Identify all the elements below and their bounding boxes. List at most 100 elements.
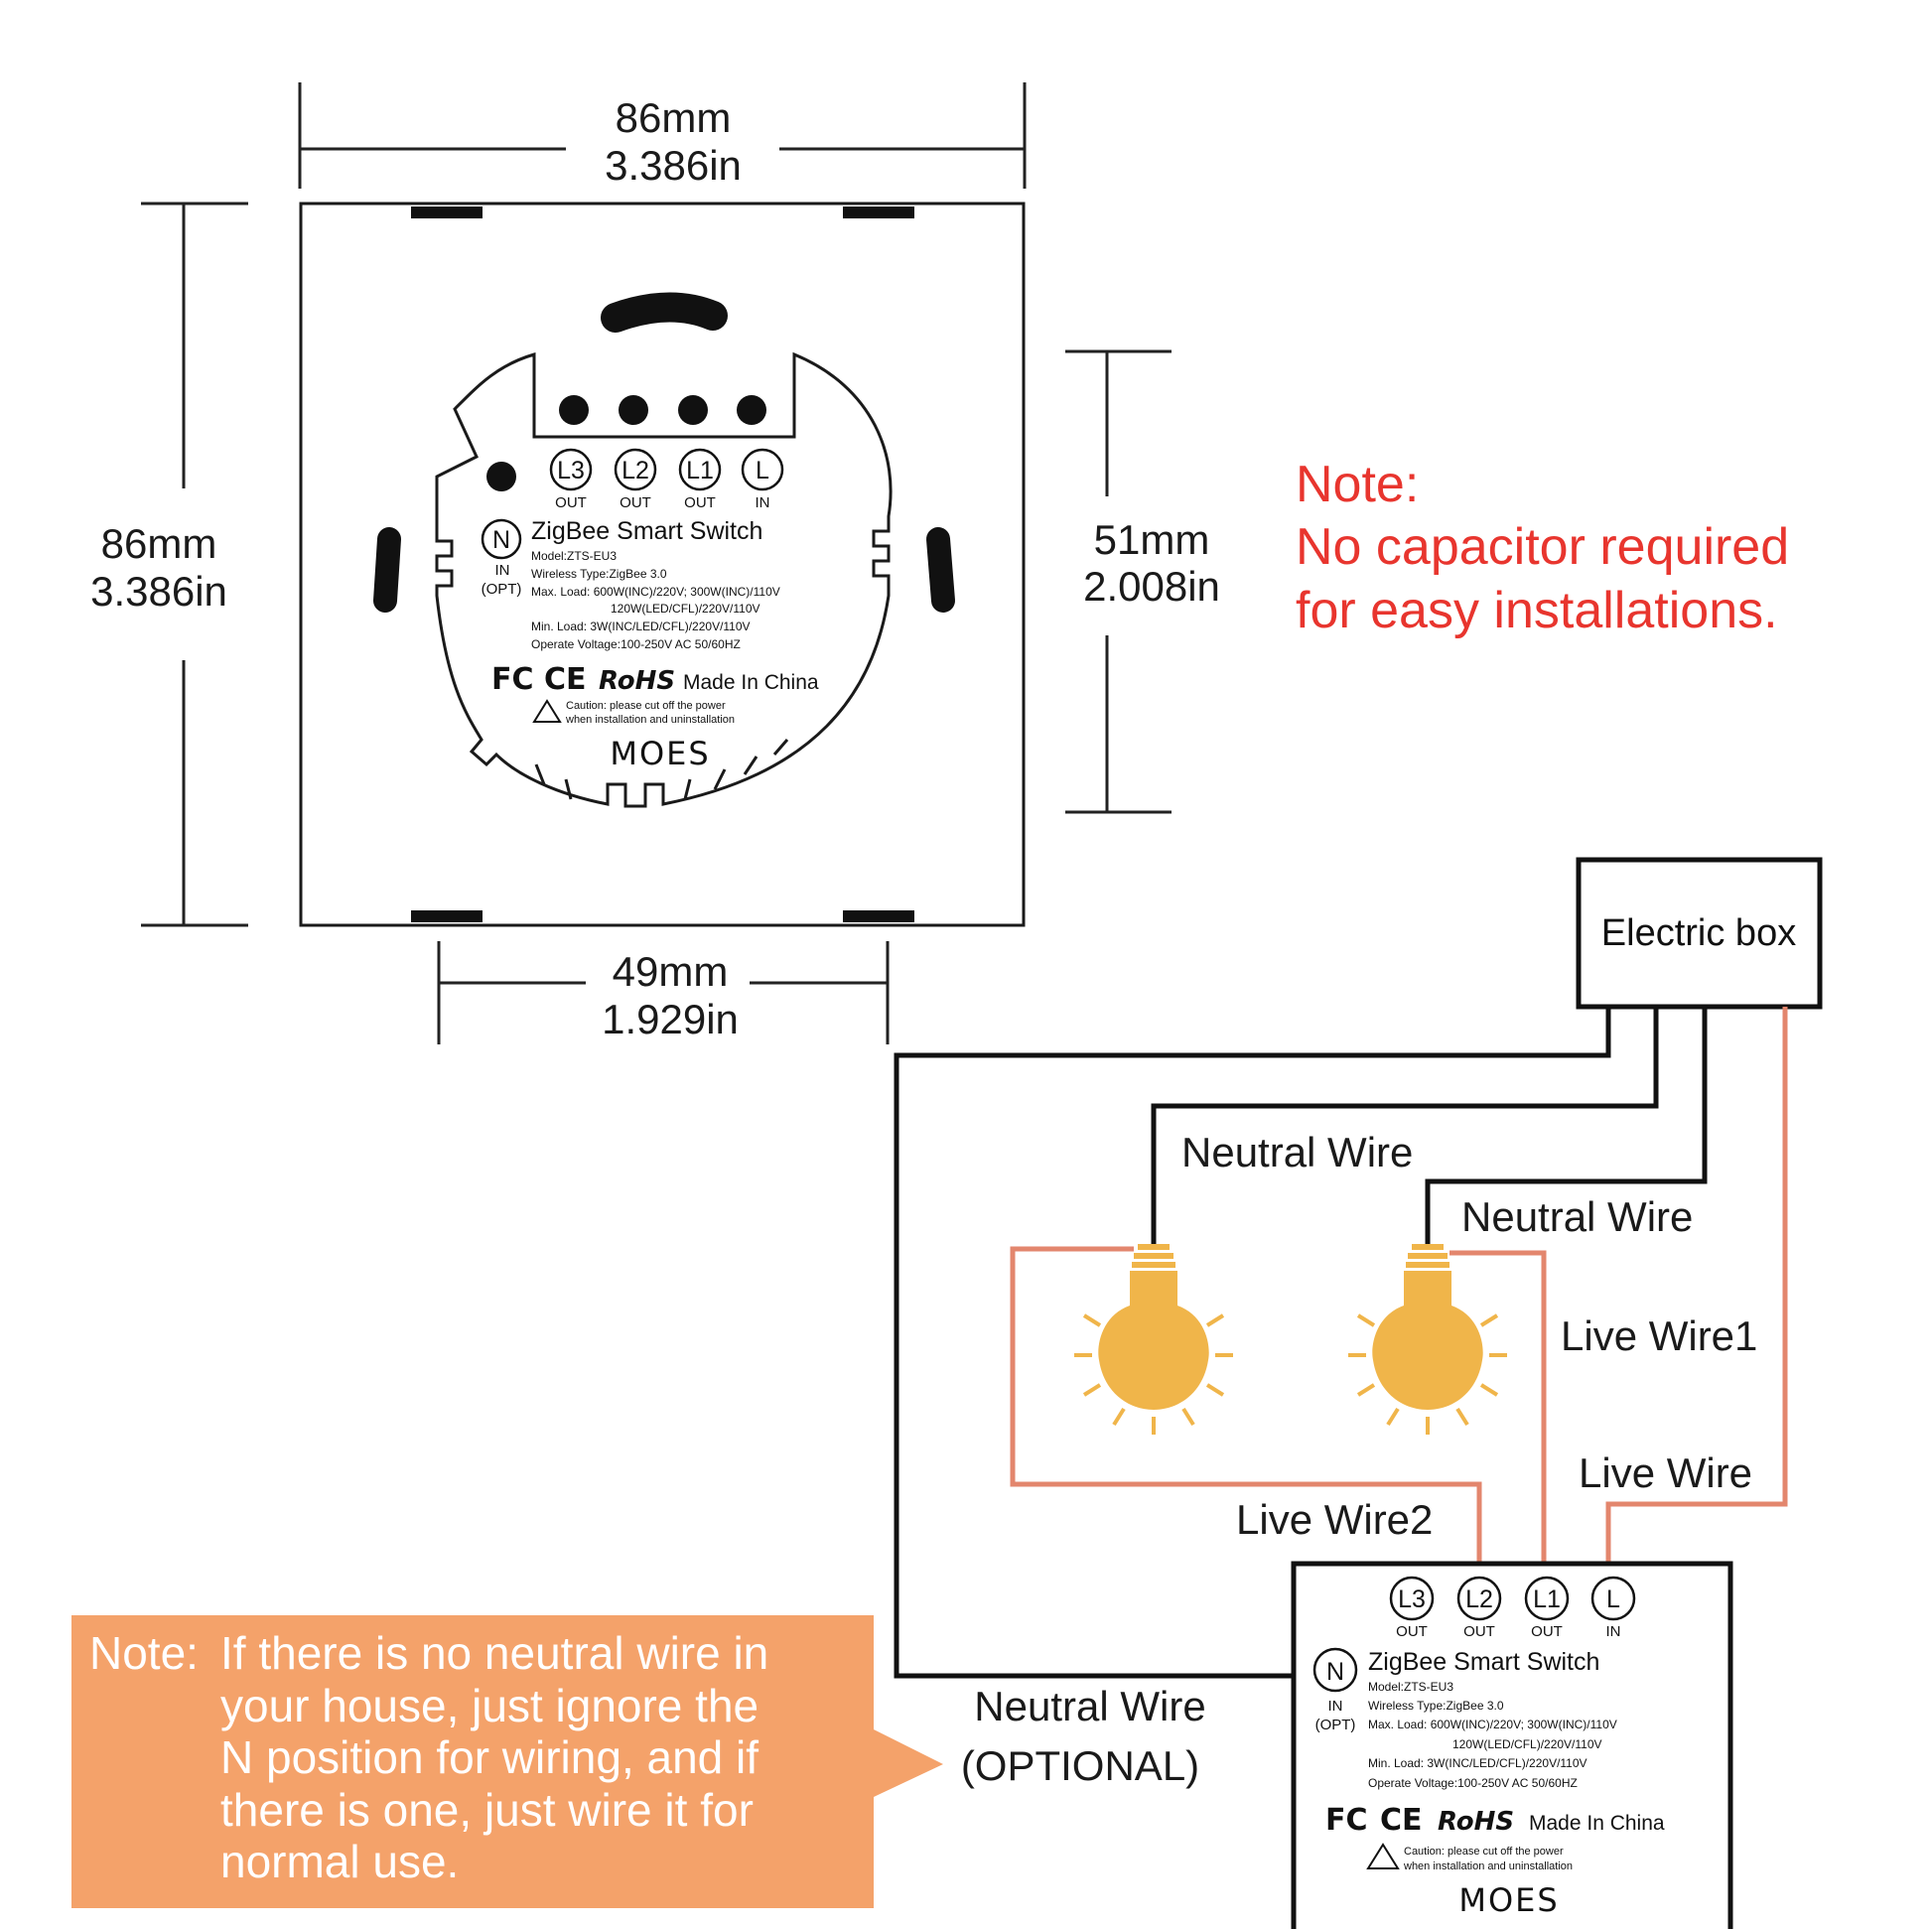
orange-note: Note: If there is no neutral wire in you… [71, 1615, 943, 1908]
top-caution-2: when installation and uninstallation [565, 714, 735, 726]
svg-text:OUT: OUT [1396, 1623, 1428, 1640]
live-wire-2-label: Live Wire2 [1236, 1496, 1433, 1543]
top-caution-icon [532, 699, 562, 723]
live-wires [1010, 1007, 1788, 1584]
bottom-caution-icon [1366, 1843, 1400, 1869]
bottom-fc-mark: FC [1325, 1803, 1368, 1838]
top-model: Model:ZTS-EU3 [531, 549, 617, 563]
svg-text:N: N [492, 526, 510, 554]
electric-box: Electric box [1576, 857, 1823, 1010]
top-dim-mm: 86mm [616, 94, 732, 141]
bottom-dim-in: 1.929in [602, 996, 739, 1042]
neutral-wires [894, 1007, 1708, 1679]
svg-text:L: L [1606, 1585, 1620, 1613]
bottom-min-load: Min. Load: 3W(INC/LED/CFL)/220V/110V [1368, 1756, 1587, 1770]
orange-note-line-4: there is one, just wire it for [220, 1784, 754, 1836]
bottom-terminal-n: N IN (OPT) [1312, 1647, 1358, 1733]
orange-note-line-1: If there is no neutral wire in [220, 1627, 768, 1679]
svg-text:IN: IN [756, 494, 770, 511]
left-dimension: 86mm 3.386in [90, 202, 248, 927]
bottom-max-load: Max. Load: 600W(INC)/220V; 300W(INC)/110… [1368, 1718, 1617, 1731]
bottom-ce-mark: CE [1380, 1803, 1423, 1838]
svg-text:L3: L3 [557, 457, 585, 484]
svg-text:IN: IN [495, 562, 510, 579]
svg-text:OUT: OUT [555, 494, 587, 511]
bottom-voltage: Operate Voltage:100-250V AC 50/60HZ [1368, 1776, 1578, 1790]
live-wire-label: Live Wire [1579, 1449, 1752, 1496]
bottom-max-load-2: 120W(LED/CFL)/220V/110V [1452, 1737, 1602, 1751]
top-fc-mark: FC [491, 662, 534, 697]
orange-note-prefix: Note: [89, 1627, 199, 1679]
left-dim-mm: 86mm [101, 520, 217, 567]
bottom-wireless: Wireless Type:ZigBee 3.0 [1368, 1699, 1504, 1713]
bottom-made-in: Made In China [1529, 1812, 1665, 1835]
bottom-dimension: 49mm 1.929in [437, 941, 890, 1044]
top-max-load-2: 120W(LED/CFL)/220V/110V [611, 602, 760, 616]
bottom-caution-2: when installation and uninstallation [1403, 1860, 1573, 1872]
top-switch-labels: L3 OUT L2 OUT L1 OUT L IN N IN (OPT) Zig… [482, 448, 819, 772]
right-dim-in: 2.008in [1083, 563, 1220, 610]
svg-text:L3: L3 [1398, 1585, 1426, 1613]
bottom-switch-module: L3 OUT L2 OUT L1 OUT L IN N IN (OPT) Zig… [1291, 1561, 1733, 1929]
top-caution-1: Caution: please cut off the power [566, 700, 726, 712]
top-terminal-l1: L1 OUT [678, 448, 722, 511]
neutral-wire-label-1: Neutral Wire [1181, 1129, 1413, 1175]
left-dim-in: 3.386in [90, 568, 227, 615]
bottom-terminal-l: L IN [1590, 1576, 1636, 1640]
top-made-in: Made In China [683, 671, 819, 694]
svg-text:OUT: OUT [1531, 1623, 1563, 1640]
svg-text:OUT: OUT [1463, 1623, 1495, 1640]
svg-text:IN: IN [1328, 1698, 1343, 1715]
top-max-load: Max. Load: 600W(INC)/220V; 300W(INC)/110… [531, 585, 780, 599]
top-voltage: Operate Voltage:100-250V AC 50/60HZ [531, 637, 741, 651]
bottom-brand-logo: MOES [1458, 1881, 1559, 1919]
neutral-wire-label-2: Neutral Wire [1461, 1193, 1693, 1240]
svg-text:L1: L1 [686, 457, 714, 484]
bottom-terminal-l1: L1 OUT [1524, 1576, 1570, 1640]
top-brand-logo: MOES [610, 735, 710, 772]
svg-text:L2: L2 [1465, 1585, 1493, 1613]
red-note: Note: No capacitor required for easy ins… [1296, 456, 1789, 639]
live-wire-1-label: Live Wire1 [1561, 1312, 1757, 1359]
top-terminal-l2: L2 OUT [614, 448, 657, 511]
svg-text:OUT: OUT [620, 494, 651, 511]
top-dim-in: 3.386in [605, 142, 742, 189]
top-terminal-n: N IN (OPT) [482, 518, 522, 598]
top-ce-mark: CE [544, 662, 587, 697]
svg-text:L1: L1 [1533, 1585, 1561, 1613]
orange-note-line-5: normal use. [220, 1836, 459, 1887]
bottom-rohs-mark: RoHS [1438, 1807, 1514, 1837]
red-note-line-1: No capacitor required [1296, 518, 1789, 576]
bulb-2-icon [1346, 1244, 1509, 1437]
top-terminal-l: L IN [741, 448, 784, 511]
red-note-line-2: for easy installations. [1296, 582, 1778, 639]
right-dim-mm: 51mm [1094, 516, 1210, 563]
top-dimension: 86mm 3.386in [298, 82, 1027, 189]
bottom-terminal-l3: L3 OUT [1389, 1576, 1435, 1640]
orange-note-line-3: N position for wiring, and if [220, 1731, 759, 1783]
red-note-title: Note: [1296, 456, 1419, 513]
svg-text:(OPT): (OPT) [1315, 1717, 1356, 1733]
neutral-optional-label-1: Neutral Wire [974, 1683, 1205, 1729]
orange-note-line-2: your house, just ignore the [220, 1680, 759, 1731]
svg-text:OUT: OUT [684, 494, 716, 511]
svg-text:(OPT): (OPT) [482, 581, 522, 598]
bottom-terminal-l2: L2 OUT [1456, 1576, 1502, 1640]
bottom-product-name: ZigBee Smart Switch [1368, 1648, 1599, 1676]
right-dimension: 51mm 2.008in [1065, 349, 1220, 814]
neutral-optional-label-2: (OPTIONAL) [961, 1742, 1199, 1789]
bulb-1-icon [1072, 1244, 1235, 1437]
bottom-caution-1: Caution: please cut off the power [1404, 1846, 1564, 1858]
svg-text:L: L [756, 457, 769, 484]
switch-back-plate [299, 202, 1026, 927]
top-terminal-l3: L3 OUT [549, 448, 593, 511]
svg-text:L2: L2 [621, 457, 649, 484]
electric-box-label: Electric box [1601, 912, 1796, 954]
top-rohs-mark: RoHS [599, 666, 675, 696]
bottom-model: Model:ZTS-EU3 [1368, 1680, 1453, 1694]
top-min-load: Min. Load: 3W(INC/LED/CFL)/220V/110V [531, 620, 751, 633]
svg-text:N: N [1326, 1658, 1344, 1686]
top-wireless: Wireless Type:ZigBee 3.0 [531, 567, 667, 581]
